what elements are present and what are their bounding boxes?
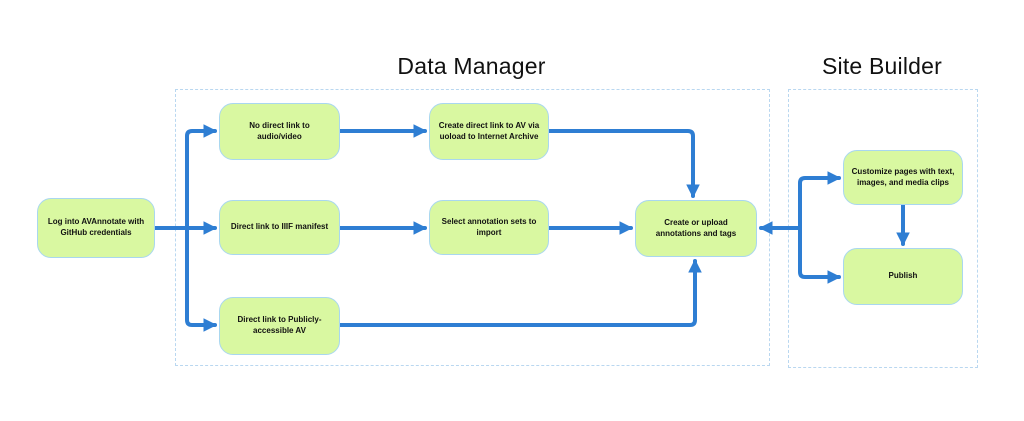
node-customize-pages: Customize pages with text, images, and m… — [843, 150, 963, 205]
node-select-annotation-sets: Select annotation sets to import — [429, 200, 549, 255]
section-title-site-builder: Site Builder — [821, 53, 943, 79]
node-create-upload-annotations: Create or upload annotations and tags — [635, 200, 757, 257]
section-box-site-builder — [788, 89, 978, 368]
node-publish: Publish — [843, 248, 963, 305]
node-iiif-manifest: Direct link to IIIF manifest — [219, 200, 340, 255]
node-login-github: Log into AVAnnotate with GitHub credenti… — [37, 198, 155, 258]
node-publicly-accessible-av: Direct link to Publicly-accessible AV — [219, 297, 340, 355]
node-no-direct-link: No direct link to audio/video — [219, 103, 340, 160]
node-create-direct-link: Create direct link to AV via uoload to I… — [429, 103, 549, 160]
section-title-data-manager: Data Manager — [397, 53, 546, 79]
